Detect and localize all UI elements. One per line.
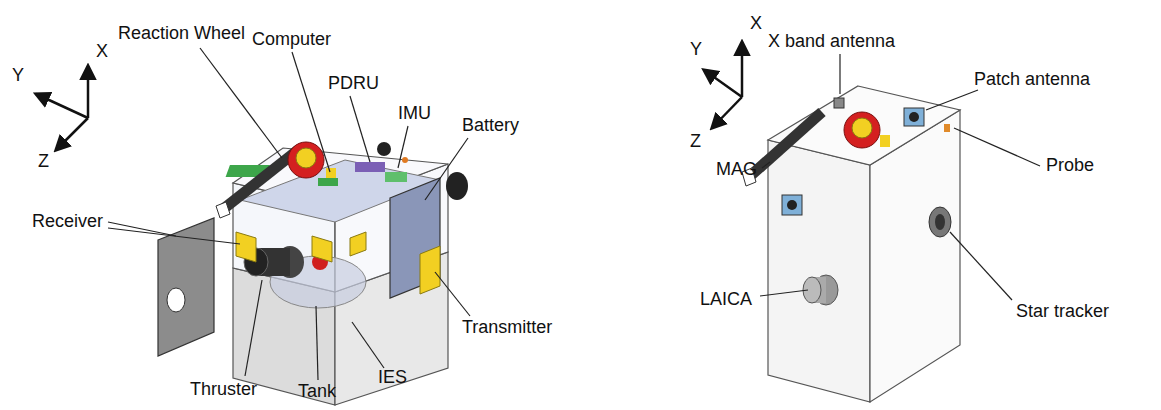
part-label: Reaction Wheel (118, 24, 245, 44)
cubesat-cutaway (158, 142, 468, 405)
axis-label: Y (690, 40, 702, 60)
part-label: Transmitter (462, 318, 552, 338)
part-label: Probe (1046, 156, 1094, 176)
part-label: Computer (252, 30, 331, 50)
part-label: LAICA (700, 290, 752, 310)
axes-right (704, 42, 742, 128)
axis-label: Y (12, 66, 24, 86)
part-label: MAG (716, 160, 757, 180)
part-label: Thruster (190, 380, 257, 400)
part-label: Battery (462, 116, 519, 136)
part-label: IMU (398, 104, 431, 124)
axis-label: X (96, 42, 108, 62)
axis-label: Z (690, 132, 701, 152)
part-label: PDRU (328, 74, 379, 94)
part-label: Receiver (32, 212, 103, 232)
part-label: X band antenna (768, 32, 895, 52)
axis-label: Z (38, 152, 49, 172)
part-label: Patch antenna (974, 70, 1090, 90)
part-label: Star tracker (1016, 302, 1109, 322)
cubesat-exterior (742, 86, 960, 402)
axes-left (36, 66, 88, 150)
axis-label: X (750, 14, 762, 34)
leader-lines (108, 48, 1040, 380)
part-label: IES (378, 368, 407, 388)
part-label: Tank (298, 382, 336, 402)
